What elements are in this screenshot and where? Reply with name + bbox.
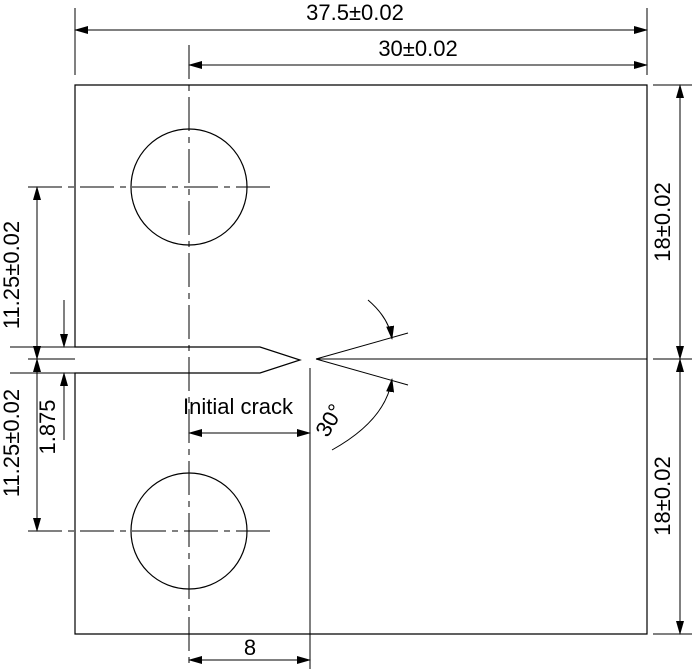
dim-crack-length: 8	[244, 635, 256, 660]
dim-notch-width: 1.875	[35, 399, 60, 454]
notch-angle-arc-upper	[367, 299, 395, 340]
dim-hole-to-right: 30±0.02	[378, 36, 457, 61]
dim-lower-height: 18±0.02	[650, 456, 675, 535]
dim-lower-hole-offset: 11.25±0.02	[0, 389, 24, 497]
notch-angle-leg-lower	[315, 358, 409, 386]
initial-crack-label: Initial crack	[183, 394, 294, 419]
notch-angle-arc-lower	[331, 378, 395, 451]
dim-notch-angle: 30°	[310, 400, 348, 441]
notch-angle-leg-upper	[315, 332, 409, 360]
dim-overall-width: 37.5±0.02	[306, 0, 404, 25]
dim-upper-height: 18±0.02	[650, 182, 675, 261]
dim-upper-hole-offset: 11.25±0.02	[0, 221, 24, 329]
